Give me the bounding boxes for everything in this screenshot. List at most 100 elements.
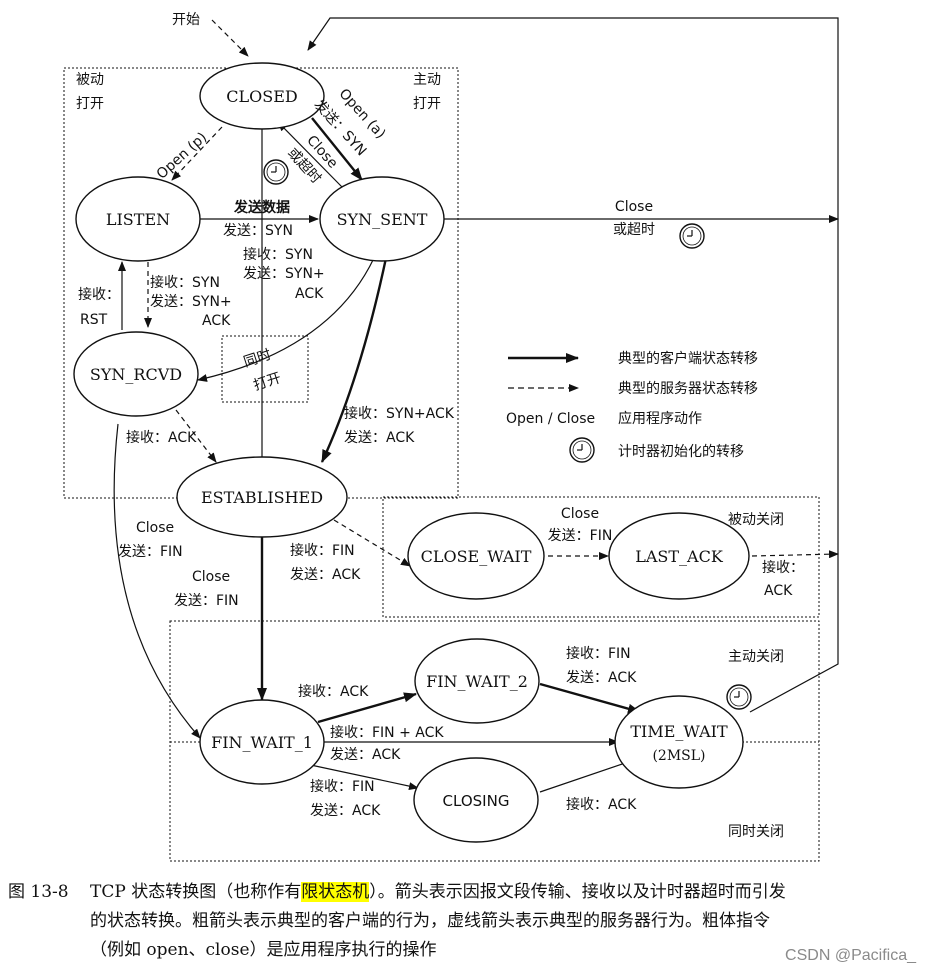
state-fin-wait-2: FIN_WAIT_2 — [414, 638, 540, 724]
label-start: 开始 — [172, 12, 200, 28]
state-syn-rcvd-label: SYN_RCVD — [90, 365, 182, 384]
label-send-data: 发送数据 — [233, 199, 290, 216]
figure-number: 图 13-8 — [8, 882, 69, 902]
legend: 典型的客户端状态转移 典型的服务器状态转移 Open / Close 应用程序动… — [506, 350, 758, 460]
state-closing-label: CLOSING — [443, 792, 510, 810]
label-recv-fin-2: 接收：FIN — [566, 645, 631, 662]
edge-finwait2-timewait — [539, 682, 641, 714]
legend-timer-label: 计时器初始化的转移 — [618, 443, 744, 460]
edge-closed-synsent — [311, 117, 363, 181]
figure-caption: 图 13-8 TCP 状态转换图（也称作有限状态机）。箭头表示因报文段传输、接收以… — [8, 878, 918, 965]
state-fin-wait-1: FIN_WAIT_1 — [199, 699, 325, 785]
label-recv-syn: 接收：SYN — [243, 246, 313, 263]
region-passive-open-line1: 被动 — [76, 72, 104, 88]
label-send-ack-3: 发送：ACK — [566, 670, 637, 686]
tcp-state-diagram: 被动 打开 主动 打开 被动关闭 主动关闭 同时关闭 同时 打开 — [63, 12, 839, 862]
edge-start-closed — [211, 19, 249, 57]
caption-line3: （例如 open、close）是应用程序执行的操作 — [90, 940, 437, 960]
region-simultaneous-open-line2: 打开 — [251, 369, 283, 394]
edge-synsent-established — [320, 257, 388, 463]
label-send-fin-3: 发送：FIN — [548, 528, 613, 544]
state-last-ack: LAST_ACK — [608, 512, 750, 600]
label-recv-ack-3: 接收：ACK — [566, 796, 637, 813]
state-close-wait-label: CLOSE_WAIT — [421, 547, 532, 566]
label-recv-ack: 接收：ACK — [126, 429, 197, 446]
edge-synsent-closed — [277, 121, 343, 188]
label-recv-fin-3: 接收：FIN — [310, 778, 375, 795]
caption-line2: 的状态转换。粗箭头表示典型的客户端的行为，虚线箭头表示典型的服务器行为。粗体指令 — [90, 911, 770, 931]
edge-finwait1-finwait2 — [317, 692, 417, 724]
label-ack-3: ACK — [764, 583, 793, 599]
watermark: CSDN @Pacifica_ — [785, 947, 916, 964]
label-send-ack: 发送：ACK — [344, 430, 415, 446]
timer-icon — [726, 684, 752, 710]
timer-icon — [679, 223, 705, 249]
state-close-wait: CLOSE_WAIT — [407, 512, 545, 600]
legend-app-label: 应用程序动作 — [618, 410, 702, 427]
label-send-ack-2: 发送：ACK — [290, 567, 361, 583]
caption-highlight: 限状态机 — [301, 882, 370, 902]
state-established-label: ESTABLISHED — [201, 488, 323, 507]
state-fin-wait-1-label: FIN_WAIT_1 — [211, 733, 313, 752]
state-listen-label: LISTEN — [106, 210, 170, 229]
edge-return-to-closed — [307, 17, 839, 713]
label-close-1: Close — [136, 520, 174, 536]
label-send-syn: 发送：SYN — [223, 223, 293, 239]
edge-lastack-out — [751, 550, 839, 559]
legend-server-label: 典型的服务器状态转移 — [618, 381, 758, 397]
passive-close-region — [382, 496, 820, 618]
label-send-syn-plus-2: 发送：SYN+ — [150, 294, 232, 310]
region-active-open-line1: 主动 — [413, 72, 441, 88]
label-send-fin-2: 发送：FIN — [174, 593, 239, 609]
state-closed: CLOSED — [199, 62, 325, 130]
region-active-open-line2: 打开 — [413, 95, 441, 112]
label-ack-2: ACK — [202, 313, 231, 329]
label-rst: RST — [80, 312, 108, 328]
state-fin-wait-2-label: FIN_WAIT_2 — [426, 672, 528, 691]
timer-icon — [569, 437, 595, 463]
label-close-timeout-or: 或超时 — [613, 222, 655, 238]
edge-finwait1-closing — [305, 763, 419, 791]
active-close-region — [169, 620, 820, 862]
label-open-p: Open (p) — [154, 129, 211, 182]
region-simultaneous-close: 同时关闭 — [728, 824, 784, 840]
legend-client-label: 典型的客户端状态转移 — [618, 350, 758, 367]
label-send-syn-plus: 发送：SYN+ — [243, 266, 325, 282]
edge-synrcvd-established — [175, 409, 217, 463]
state-closed-label: CLOSED — [226, 87, 297, 106]
label-recv-fin-ack: 接收：FIN + ACK — [330, 724, 444, 741]
state-time-wait-sublabel: (2MSL) — [652, 748, 705, 764]
region-passive-open-line2: 打开 — [76, 95, 104, 112]
state-time-wait: TIME_WAIT (2MSL) — [614, 695, 744, 789]
label-send-ack-4: 发送：ACK — [330, 747, 401, 763]
state-last-ack-label: LAST_ACK — [635, 547, 724, 566]
label-recv-syn-2: 接收：SYN — [150, 274, 220, 291]
label-close-3: Close — [561, 506, 599, 522]
label-send-ack-5: 发送：ACK — [310, 803, 381, 819]
caption-part1: TCP 状态转换图（也称作有 — [90, 882, 302, 902]
edge-synsent-synrcvd — [197, 257, 375, 382]
state-syn-sent-label: SYN_SENT — [337, 210, 428, 229]
label-recv-synack: 接收：SYN+ACK — [344, 405, 455, 422]
state-syn-sent: SYN_SENT — [319, 176, 445, 262]
label-ack: ACK — [295, 286, 324, 302]
timer-icon — [263, 159, 289, 185]
edge-synrcvd-finwait1 — [113, 423, 201, 739]
state-established: ESTABLISHED — [176, 456, 348, 538]
label-recv-ack-2: 接收：ACK — [298, 683, 369, 700]
state-closing: CLOSING — [413, 757, 539, 843]
region-passive-close: 被动关闭 — [728, 512, 784, 528]
simultaneous-open-box — [221, 335, 309, 403]
edge-established-closewait — [333, 519, 411, 567]
label-recv: 接收： — [78, 286, 120, 303]
legend-app-key: Open / Close — [506, 411, 595, 427]
state-time-wait-label: TIME_WAIT — [630, 722, 728, 741]
region-simultaneous-open-line1: 同时 — [242, 347, 274, 371]
region-active-close: 主动关闭 — [728, 649, 784, 665]
label-recv-fin: 接收：FIN — [290, 542, 355, 559]
state-listen: LISTEN — [75, 176, 201, 262]
state-syn-rcvd: SYN_RCVD — [73, 331, 199, 417]
label-send-fin-1: 发送：FIN — [118, 544, 183, 560]
caption-part2: ）。箭头表示因报文段传输、接收以及计时器超时而引发 — [369, 882, 786, 902]
label-close-timeout-close: Close — [615, 199, 653, 215]
